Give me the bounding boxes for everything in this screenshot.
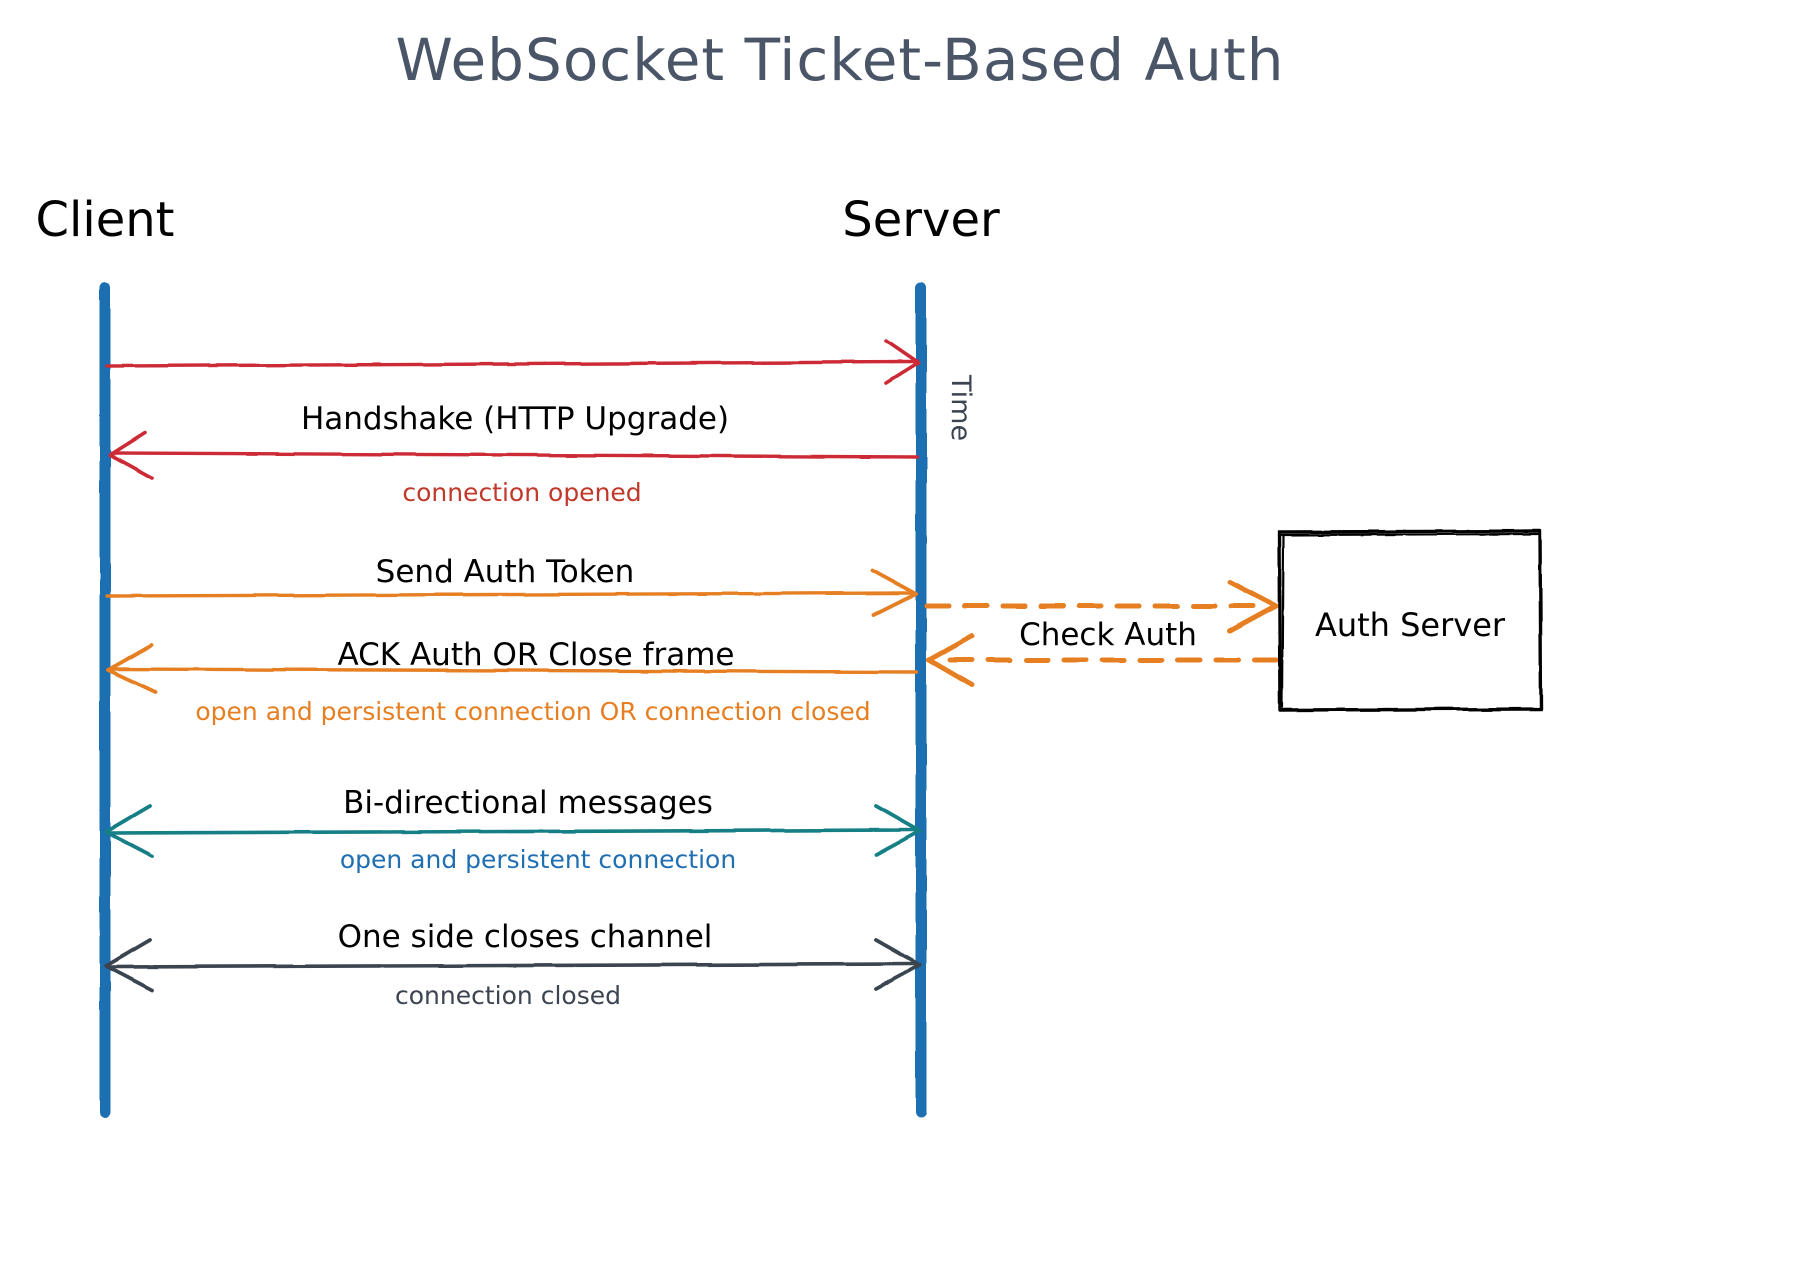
diagram-title: WebSocket Ticket-Based Auth	[396, 26, 1285, 94]
note-connection-opened: connection opened	[402, 478, 641, 507]
auth-server-box: Auth Server	[1277, 529, 1543, 712]
message-label-check-auth: Check Auth	[1019, 617, 1197, 653]
actor-label-client: Client	[36, 192, 175, 248]
auth-server-box-label: Auth Server	[1315, 606, 1506, 644]
message-label-ack-auth: ACK Auth OR Close frame	[337, 637, 734, 673]
time-axis-label: Time	[945, 374, 976, 441]
message-ack-auth: ACK Auth OR Close frame open and persist…	[106, 637, 919, 726]
note-close-channel: connection closed	[395, 981, 621, 1010]
message-handshake: Handshake (HTTP Upgrade)	[105, 339, 920, 437]
message-close-channel: One side closes channel connection close…	[104, 919, 922, 1010]
message-label-bi-directional: Bi-directional messages	[343, 785, 713, 821]
message-connection-opened: connection opened	[108, 431, 919, 507]
message-label-close-channel: One side closes channel	[338, 919, 713, 955]
message-send-auth-token: Send Auth Token	[105, 554, 918, 617]
auth-server-box-border	[1277, 529, 1543, 712]
time-axis-text: Time	[945, 374, 976, 441]
message-label-handshake: Handshake (HTTP Upgrade)	[301, 401, 729, 437]
message-check-auth-request: Check Auth	[924, 579, 1279, 653]
message-label-send-auth-token: Send Auth Token	[376, 554, 635, 590]
actor-label-server: Server	[842, 192, 1000, 248]
note-bi-directional: open and persistent connection	[340, 845, 736, 874]
message-bi-directional: Bi-directional messages open and persist…	[104, 785, 922, 874]
message-check-auth-response	[926, 633, 1279, 688]
note-ack-auth: open and persistent connection OR connec…	[195, 697, 870, 726]
